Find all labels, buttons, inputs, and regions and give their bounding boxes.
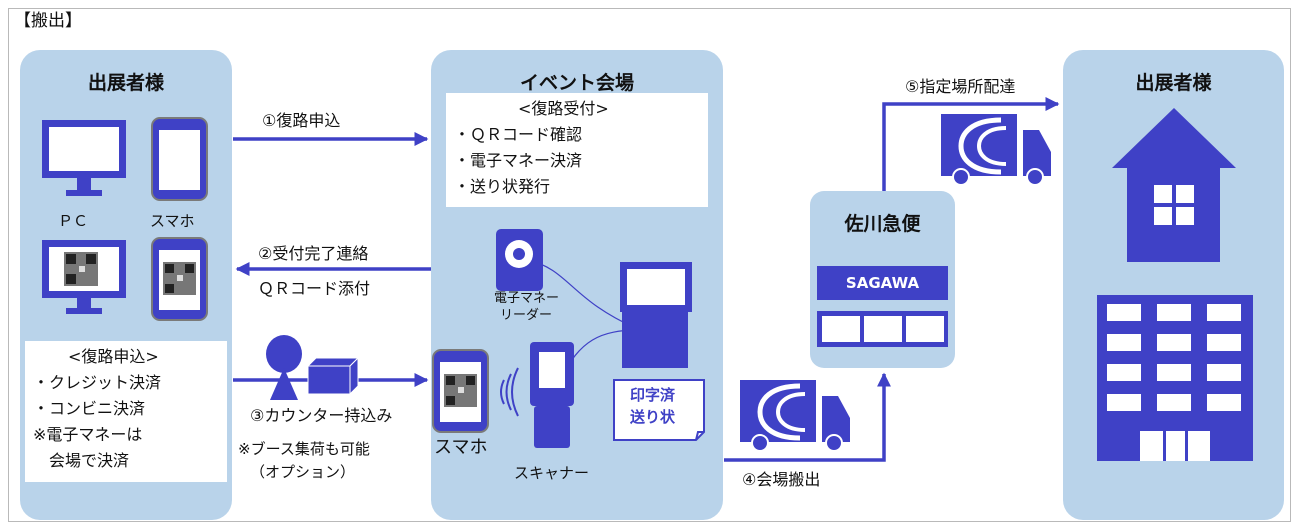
section-label: 【搬出】 <box>14 11 82 31</box>
reception-line: ・ＱＲコード確認 <box>454 125 583 144</box>
application-box <box>25 341 227 482</box>
step2-label: ②受付完了連絡 <box>258 244 369 263</box>
office-building-icon <box>1097 295 1253 461</box>
smartphone-qr-icon <box>432 349 489 433</box>
printed-label-text: 印字済 <box>630 386 676 404</box>
delivery-truck-icon <box>740 380 850 452</box>
printed-label-text: 送り状 <box>630 408 676 426</box>
right-panel-title: 出展者様 <box>1135 72 1212 94</box>
smartphone-qr-icon <box>151 237 208 321</box>
application-line: ・コンビニ決済 <box>33 399 146 418</box>
delivery-truck-icon <box>941 114 1051 186</box>
pc-icon <box>42 120 126 196</box>
reader-label: 電子マネー <box>494 291 560 306</box>
application-line: 会場で決済 <box>33 451 130 470</box>
application-heading: <復路申込> <box>68 347 159 366</box>
step2-label-qr: ＱＲコード添付 <box>258 279 371 298</box>
diagram-frame <box>8 8 1291 522</box>
step3-note: ※ブース集荷も可能 <box>238 440 370 458</box>
scan-wave-icon <box>500 367 519 417</box>
application-line: ※電子マネーは <box>33 425 143 444</box>
step3-note: （オプション） <box>250 463 356 481</box>
package-box-icon <box>306 356 360 396</box>
step4-arrow <box>724 372 891 462</box>
left-panel-title: 出展者様 <box>87 72 164 94</box>
register-monitor-icon <box>620 262 692 368</box>
venue-panel-title: イベント会場 <box>519 72 634 94</box>
reception-box <box>446 93 708 207</box>
smartphone-icon <box>151 117 208 201</box>
printed-label-icon <box>613 379 705 441</box>
phone-label: スマホ <box>150 212 195 230</box>
scanner-label: スキャナー <box>514 464 590 482</box>
reception-heading: <復路受付> <box>518 99 609 118</box>
person-icon <box>266 335 302 400</box>
step5-arrow <box>882 97 1060 191</box>
sagawa-sign-text: SAGAWA <box>845 274 920 292</box>
step5-label: ⑤指定場所配達 <box>905 77 1016 96</box>
pc-qr-icon <box>42 240 126 314</box>
scanner-icon <box>530 342 574 448</box>
emoney-reader-icon <box>496 229 543 291</box>
house-icon <box>1112 108 1236 262</box>
step3-label: ③カウンター持込み <box>250 406 393 425</box>
step4-label: ④会場搬出 <box>742 470 821 489</box>
application-line: ・クレジット決済 <box>33 373 162 392</box>
sagawa-panel-title: 佐川急便 <box>844 213 921 235</box>
venue-phone-label: スマホ <box>434 437 488 458</box>
reader-label: リーダー <box>500 308 553 323</box>
reception-line: ・送り状発行 <box>454 177 551 196</box>
step1-label: ①復路申込 <box>262 111 341 130</box>
reception-line: ・電子マネー決済 <box>454 151 583 170</box>
pc-label: ＰＣ <box>58 212 89 230</box>
